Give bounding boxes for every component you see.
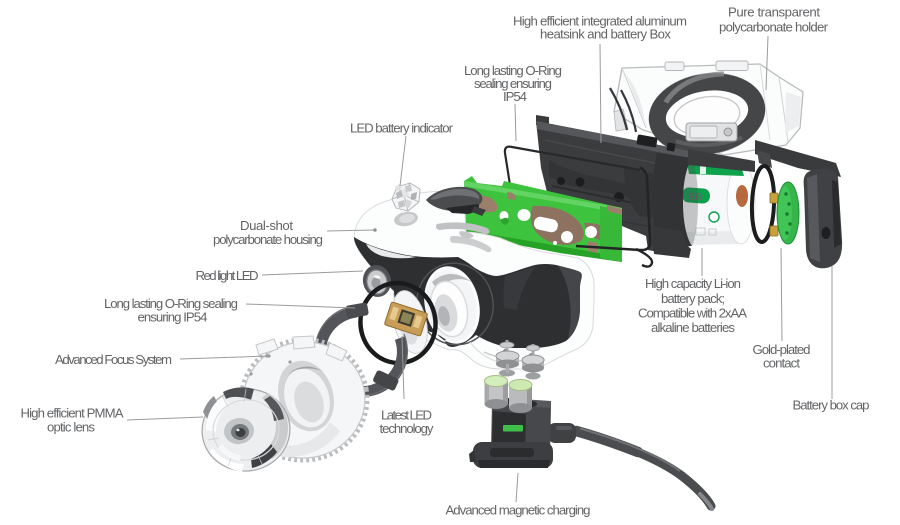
svg-text:IP54: IP54 [503, 89, 527, 104]
svg-text:Gold-plated: Gold-plated [753, 342, 811, 357]
svg-text:Long lasting O-Ring: Long lasting O-Ring [464, 63, 562, 78]
svg-text:Red light LED: Red light LED [196, 268, 259, 283]
svg-text:alkaline batteries: alkaline batteries [651, 320, 735, 335]
svg-text:High efficient PMMA: High efficient PMMA [21, 406, 124, 421]
svg-text:contact: contact [763, 356, 800, 371]
svg-text:optic lens: optic lens [47, 420, 95, 435]
svg-text:High efficient integrated alu: High efficient integrated aluminum [513, 14, 687, 29]
svg-text:Latest LED: Latest LED [381, 408, 432, 423]
svg-text:battery pack;: battery pack; [661, 291, 725, 306]
svg-text:Dual-shot: Dual-shot [240, 218, 293, 233]
svg-text:Battery box cap: Battery box cap [793, 398, 870, 413]
svg-text:polycarbonate housing: polycarbonate housing [213, 232, 323, 247]
svg-text:Long lasting O-Ring sealing: Long lasting O-Ring sealing [104, 296, 238, 311]
svg-text:technology: technology [380, 421, 434, 436]
svg-text:ER: ER [689, 192, 704, 204]
svg-text:polycarbonate holder: polycarbonate holder [719, 20, 829, 35]
svg-text:LED battery indicator: LED battery indicator [350, 121, 454, 136]
svg-text:Advanced magnetic charging: Advanced magnetic charging [446, 503, 591, 518]
svg-text:ensuring IP54: ensuring IP54 [138, 310, 208, 325]
svg-text:sealing ensuring: sealing ensuring [474, 76, 552, 91]
svg-text:Pure transparent: Pure transparent [728, 5, 820, 20]
svg-text:heatsink and battery Box: heatsink and battery Box [540, 27, 671, 42]
svg-text:Advanced Focus System: Advanced Focus System [55, 352, 172, 367]
svg-text:High capacity Li-ion: High capacity Li-ion [645, 276, 741, 291]
svg-text:Compatible with 2xAA: Compatible with 2xAA [638, 306, 747, 321]
